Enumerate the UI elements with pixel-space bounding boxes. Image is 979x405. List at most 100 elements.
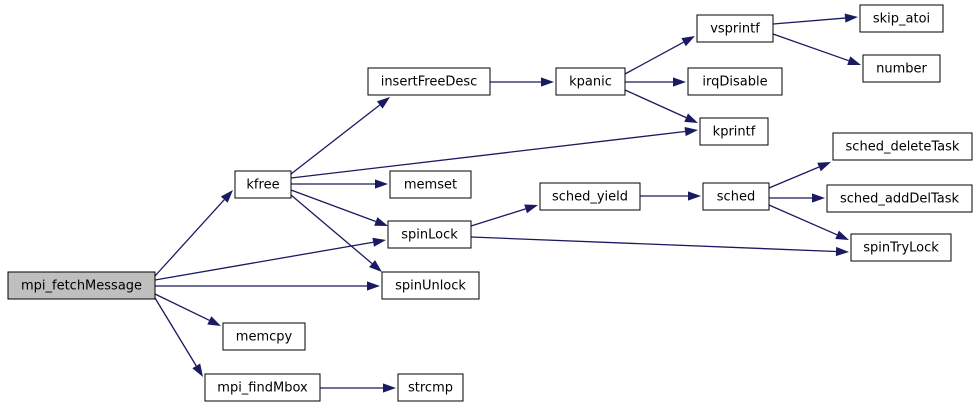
node-insertFreeDesc[interactable]: insertFreeDesc (367, 67, 491, 96)
node-label: mpi_findMbox (217, 381, 308, 396)
arrowhead-icon (684, 126, 698, 137)
node-irqDisable[interactable]: irqDisable (687, 67, 783, 96)
node-box[interactable] (555, 67, 626, 96)
node-memset[interactable]: memset (389, 170, 472, 199)
edge-line (470, 236, 837, 253)
node-label: irqDisable (702, 75, 767, 90)
node-memcpy[interactable]: memcpy (222, 322, 306, 351)
edge-line (768, 166, 820, 189)
node-label: sched_addDelTask (840, 192, 960, 207)
node-box[interactable] (702, 182, 770, 211)
node-box[interactable] (397, 373, 464, 402)
edge-line (772, 33, 849, 62)
node-box[interactable] (850, 233, 952, 262)
node-box[interactable] (234, 170, 292, 199)
edge-kfree-to-insertFreeDesc (290, 97, 390, 175)
arrowhead-icon (376, 97, 390, 109)
edge-kfree-to-kprintf (290, 126, 698, 179)
edge-kpanic-to-kprintf (624, 89, 698, 123)
arrowhead-icon (369, 260, 382, 272)
node-box[interactable] (367, 67, 491, 96)
edge-vsprintf-to-number (772, 33, 861, 66)
node-box[interactable] (696, 14, 774, 43)
node-spinUnlock[interactable]: spinUnlock (381, 271, 480, 300)
arrowhead-icon (367, 281, 380, 291)
node-label: kprintf (713, 125, 756, 140)
node-skip_atoi[interactable]: skip_atoi (859, 4, 944, 33)
arrowhead-icon (383, 383, 396, 393)
node-kfree[interactable]: kfree (234, 170, 292, 199)
node-sched_deleteTask[interactable]: sched_deleteTask (832, 132, 973, 161)
node-spinLock[interactable]: spinLock (387, 220, 472, 249)
arrowhead-icon (524, 204, 538, 214)
node-box[interactable] (832, 132, 973, 161)
node-label: spinTryLock (863, 241, 939, 256)
node-label: sched_deleteTask (846, 140, 960, 155)
edge-line (154, 241, 374, 281)
arrowhead-icon (207, 316, 221, 326)
node-label: spinUnlock (395, 279, 466, 294)
node-box[interactable] (539, 182, 641, 211)
arrowhead-icon (844, 13, 858, 23)
node-label: kpanic (569, 75, 612, 90)
arrowhead-icon (375, 179, 388, 189)
arrowhead-icon (374, 217, 388, 226)
arrowhead-icon (192, 363, 203, 377)
node-number[interactable]: number (862, 54, 941, 83)
edge-mpi_fetchMessage-to-spinUnlock (155, 281, 380, 291)
node-label: memset (404, 178, 457, 193)
node-mpi_fetchMessage[interactable]: mpi_fetchMessage (7, 271, 156, 300)
node-sched[interactable]: sched (702, 182, 770, 211)
node-label: insertFreeDesc (381, 75, 478, 90)
arrowhead-icon (673, 77, 686, 87)
node-box[interactable] (699, 117, 769, 146)
edge-kfree-to-memset (291, 179, 388, 189)
node-box[interactable] (7, 271, 156, 300)
node-box[interactable] (389, 170, 472, 199)
edge-line (470, 208, 526, 227)
arrowhead-icon (847, 56, 861, 66)
arrowhead-icon (835, 246, 849, 257)
node-box[interactable] (862, 54, 941, 83)
node-box[interactable] (204, 373, 321, 402)
edge-line (624, 89, 687, 119)
edge-line (772, 17, 846, 25)
edge-spinLock-to-sched_yield (470, 204, 538, 227)
node-box[interactable] (687, 67, 783, 96)
edge-mpi_findMbox-to-strcmp (320, 383, 396, 393)
node-mpi_findMbox[interactable]: mpi_findMbox (204, 373, 321, 402)
node-label: mpi_fetchMessage (21, 279, 142, 294)
node-box[interactable] (222, 322, 306, 351)
edge-line (290, 189, 377, 223)
node-spinTryLock[interactable]: spinTryLock (850, 233, 952, 262)
arrowhead-icon (835, 230, 849, 240)
node-sched_addDelTask[interactable]: sched_addDelTask (826, 184, 973, 213)
node-box[interactable] (381, 271, 480, 300)
node-vsprintf[interactable]: vsprintf (696, 14, 774, 43)
node-box[interactable] (826, 184, 973, 213)
edge-line (290, 104, 381, 175)
node-kprintf[interactable]: kprintf (699, 117, 769, 146)
node-label: sched_yield (552, 190, 628, 205)
node-kpanic[interactable]: kpanic (555, 67, 626, 96)
edge-line (290, 130, 686, 179)
node-sched_yield[interactable]: sched_yield (539, 182, 641, 211)
edge-mpi_fetchMessage-to-mpi_findMbox (154, 297, 203, 377)
edge-kpanic-to-irqDisable (625, 77, 686, 87)
edge-line (154, 297, 197, 367)
node-label: sched (717, 190, 755, 205)
arrowhead-icon (541, 77, 554, 87)
node-box[interactable] (859, 4, 944, 33)
edge-kfree-to-spinLock (290, 189, 388, 226)
nodes-layer: mpi_fetchMessage kfree insertFreeDesc kpani… (7, 4, 973, 402)
node-box[interactable] (387, 220, 472, 249)
edge-mpi_fetchMessage-to-spinLock (154, 237, 386, 281)
edge-kpanic-to-vsprintf (624, 36, 695, 75)
node-label: strcmp (408, 381, 453, 396)
edge-line (768, 204, 838, 236)
edge-line (154, 293, 210, 321)
node-label: memcpy (236, 330, 293, 345)
node-strcmp[interactable]: strcmp (397, 373, 464, 402)
node-label: kfree (246, 178, 279, 193)
